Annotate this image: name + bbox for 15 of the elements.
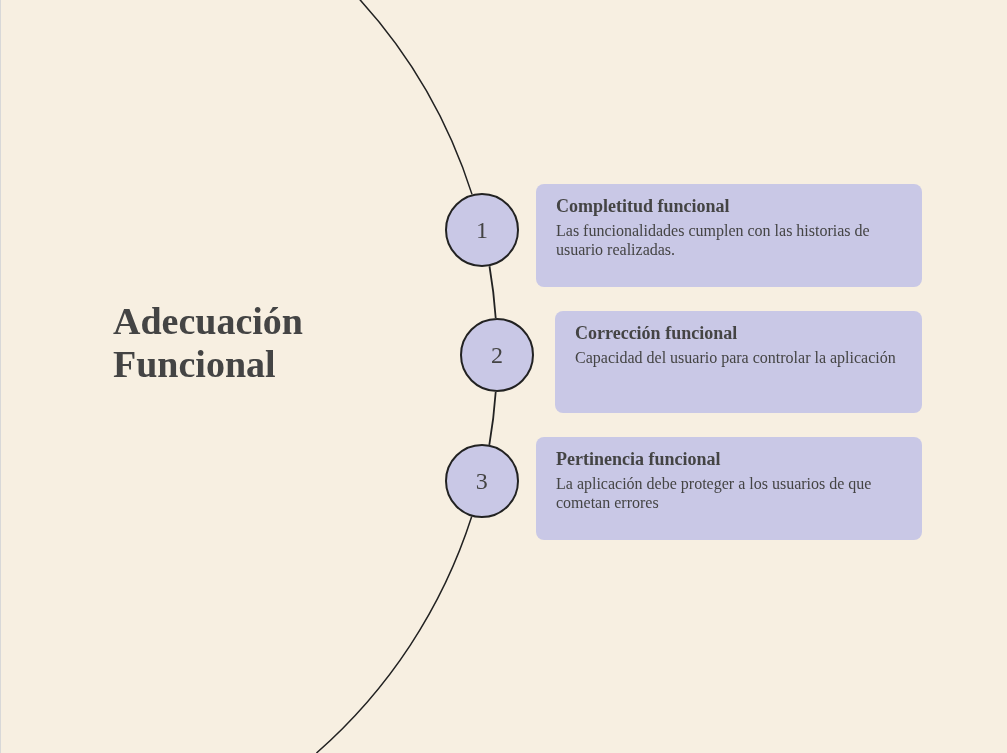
- title: Adecuación Funcional: [113, 300, 304, 386]
- card-description: Capacidad del usuario para controlar la aplicación: [575, 348, 897, 368]
- card-heading: Completitud funcional: [556, 196, 731, 217]
- card-heading: Corrección funcional: [575, 323, 739, 344]
- number-circle: 1: [445, 193, 519, 267]
- info-card: [536, 437, 922, 540]
- info-card: [555, 311, 922, 413]
- connector-line: [488, 391, 497, 446]
- number-circle: 2: [460, 318, 534, 392]
- card-heading: Pertinencia funcional: [556, 449, 722, 470]
- card-description: La aplicación debe proteger a los usuarios de que cometan errores: [556, 474, 873, 513]
- card-description: Las funcionalidades cumplen con las historias de usuario realizadas.: [556, 221, 871, 260]
- number-circle: 3: [444, 444, 519, 518]
- connector-line: [488, 265, 497, 319]
- info-card: [536, 184, 922, 287]
